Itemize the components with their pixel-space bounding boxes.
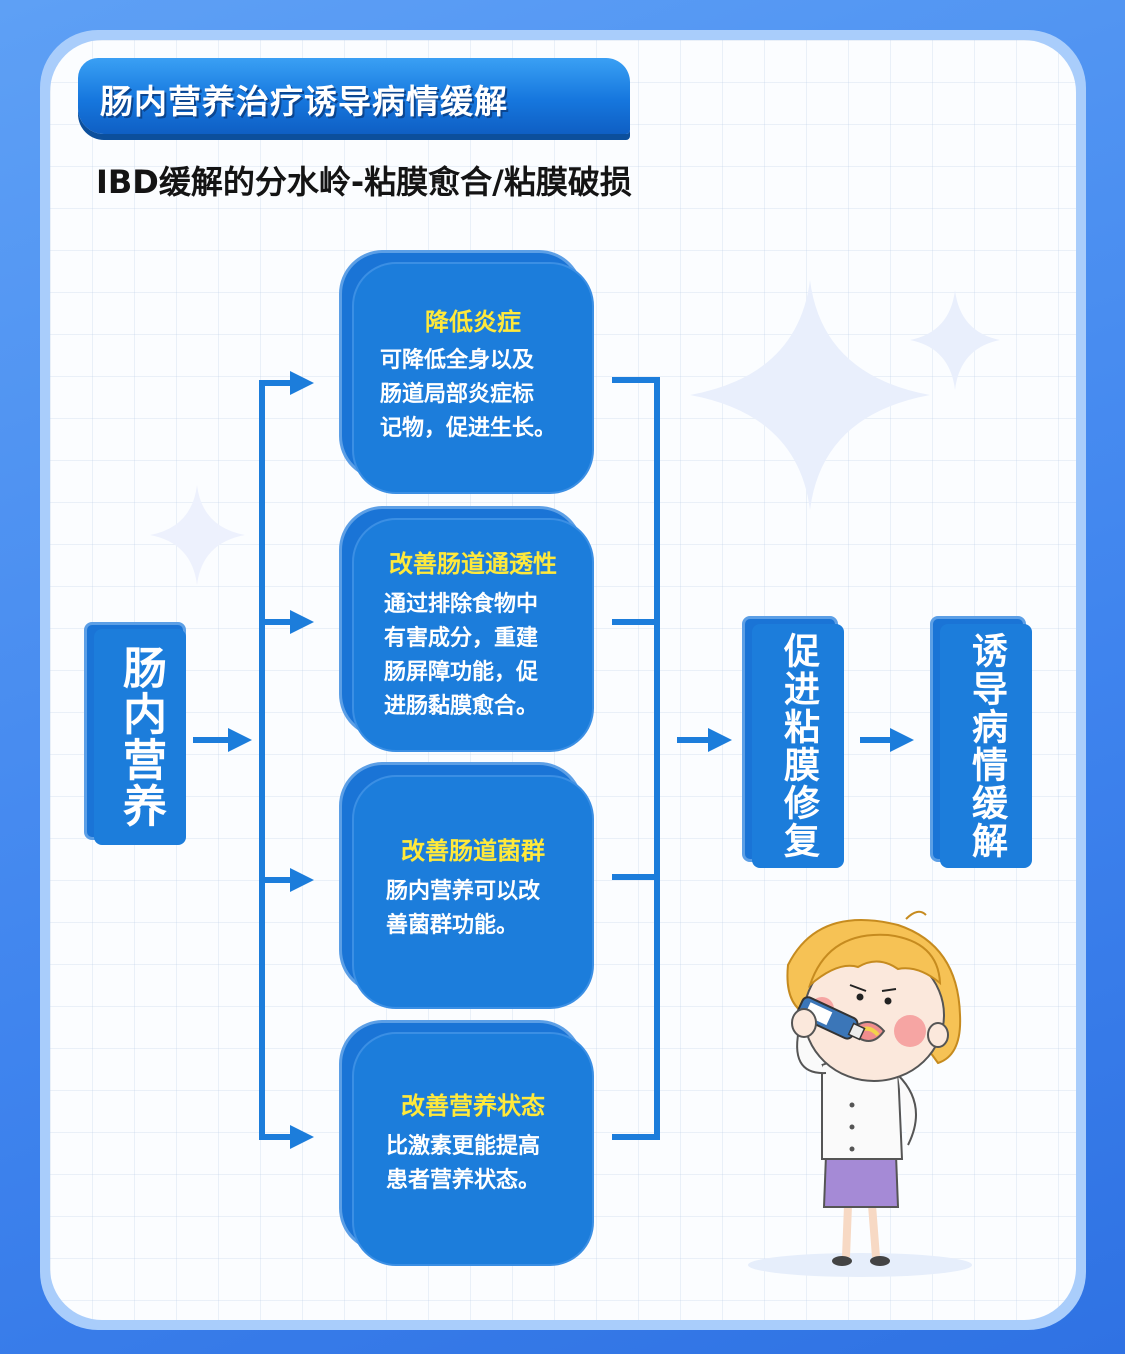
result-node-label: 促进粘膜修复 xyxy=(778,632,819,860)
page-title: 肠内营养治疗诱导病情缓解 xyxy=(100,82,508,121)
effect-3-title: 改善肠道菌群 xyxy=(401,837,545,865)
source-node: 肠内营养 xyxy=(94,629,186,845)
effect-4-line-1: 比激素更能提高 xyxy=(386,1134,541,1159)
effect-2-line-4: 进肠黏膜愈合。 xyxy=(384,694,539,719)
effect-1-line-2: 肠道局部炎症标 xyxy=(380,382,535,407)
effect-box-4: 改善营养状态 比激素更能提高 患者营养状态。 xyxy=(352,1032,594,1266)
sparkle-left-decoration xyxy=(150,485,245,585)
sparkle-large-decoration xyxy=(690,280,930,510)
effect-box-3: 改善肠道菌群 肠内营养可以改 善菌群功能。 xyxy=(352,775,594,1009)
left-branch-bracket xyxy=(259,380,300,1140)
sparkle-small-decoration xyxy=(910,290,1000,390)
effect-3-line-2: 善菌群功能。 xyxy=(386,913,519,938)
effect-2-line-2: 有害成分，重建 xyxy=(384,626,539,651)
effect-1-line-3: 记物，促进生长。 xyxy=(380,416,557,441)
source-node-label: 肠内营养 xyxy=(115,645,166,829)
effect-4-line-2: 患者营养状态。 xyxy=(386,1168,541,1193)
effect-4-title: 改善营养状态 xyxy=(401,1092,545,1120)
effect-box-2: 改善肠道通透性 通过排除食物中 有害成分，重建 肠屏障功能，促 进肠黏膜愈合。 xyxy=(352,518,594,752)
outcome-node: 诱导病情缓解 xyxy=(940,624,1032,868)
effect-1-title: 降低炎症 xyxy=(425,308,521,336)
title-banner xyxy=(78,58,630,134)
outcome-node-label: 诱导病情缓解 xyxy=(966,632,1007,860)
result-node: 促进粘膜修复 xyxy=(752,624,844,868)
effect-3-line-1: 肠内营养可以改 xyxy=(386,879,541,904)
effect-box-1: 降低炎症 可降低全身以及 肠道局部炎症标 记物，促进生长。 xyxy=(352,262,594,494)
girl-drinking-illustration xyxy=(748,910,972,1277)
right-merge-bracket xyxy=(612,377,660,1140)
effect-1-line-1: 可降低全身以及 xyxy=(380,348,535,373)
effect-2-line-1: 通过排除食物中 xyxy=(384,592,539,617)
page-subtitle: IBD缓解的分水岭-粘膜愈合/粘膜破损 xyxy=(96,163,632,201)
effect-2-title: 改善肠道通透性 xyxy=(389,550,557,578)
effect-2-line-3: 肠屏障功能，促 xyxy=(384,660,539,685)
